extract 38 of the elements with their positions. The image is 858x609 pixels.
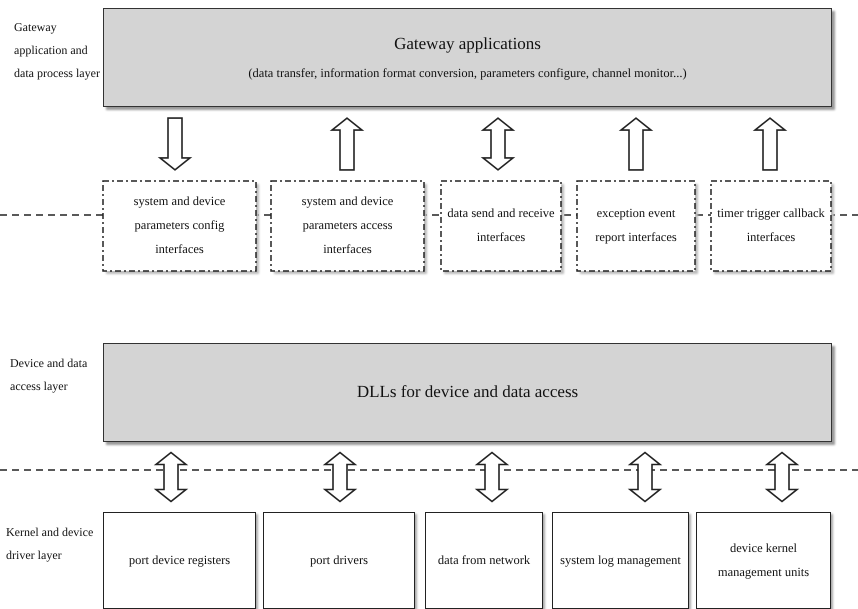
layer-label: Gateway application and data process layer (14, 19, 101, 82)
layer-box (103, 8, 832, 107)
block-arrow (154, 451, 188, 503)
component-box (425, 512, 543, 609)
block-arrow (158, 117, 192, 171)
block-arrow (322, 451, 358, 503)
box-label: port device registers (128, 552, 232, 569)
box-subtitle: (data transfer, information format conversion, parameters configure, channel monitor...) (247, 65, 688, 82)
interface-box (103, 181, 256, 271)
box-label: DLLs for device and data access (356, 381, 580, 404)
box-label: port drivers (309, 552, 369, 569)
block-arrow (618, 117, 654, 171)
interface-box (271, 181, 424, 271)
block-arrow (628, 451, 662, 503)
block-arrow (752, 117, 788, 171)
component-box (103, 512, 256, 609)
block-arrow (480, 117, 516, 171)
box-label: device kernel management units (716, 540, 810, 581)
component-box (696, 512, 831, 609)
interface-box (711, 181, 831, 271)
block-arrow (474, 451, 510, 503)
box-label: data send and receive interfaces (446, 205, 556, 246)
interface-box (441, 181, 561, 271)
block-arrow (330, 117, 364, 171)
layer-label: Device and data access layer (10, 355, 88, 395)
layer-label: Kernel and device driver layer (6, 524, 94, 564)
box-label: timer trigger callback interfaces (716, 205, 826, 246)
box-label: system log management (559, 552, 682, 569)
box-label: data from network (436, 552, 532, 569)
layer-box (103, 343, 832, 442)
box-label: Gateway applications (393, 33, 542, 56)
block-arrow (764, 451, 800, 503)
component-box (552, 512, 689, 609)
box-label: exception event report interfaces (594, 205, 678, 246)
component-box (263, 512, 415, 609)
box-label: system and device parameters config interfaces (132, 193, 226, 258)
interface-box (577, 181, 695, 271)
box-label: system and device parameters access interfaces (300, 193, 394, 258)
